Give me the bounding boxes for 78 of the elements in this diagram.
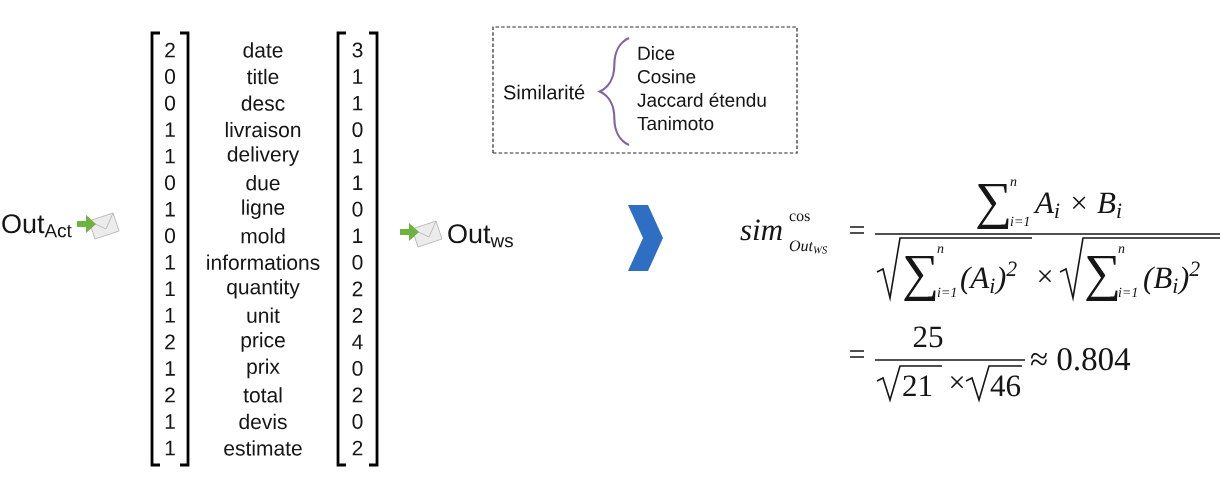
term-label: price xyxy=(241,332,285,352)
term-label: due xyxy=(246,175,280,191)
term-label: informations xyxy=(207,254,320,270)
vector-entry: 2 xyxy=(352,387,363,403)
upper-limit: n xyxy=(937,246,944,253)
math-term: A$_{i}$ × B$_{i}$ xyxy=(1033,192,1122,218)
vector-entry: 0 xyxy=(352,201,363,217)
math-result: ≈ 0.804 xyxy=(1030,348,1131,371)
math-term: (A$_{i}$)$^{2}$ xyxy=(961,261,1017,295)
vector-entry: 1 xyxy=(165,361,175,376)
vector-entry: 1 xyxy=(353,69,363,84)
vector-entry: 0 xyxy=(165,175,175,191)
number: 46 xyxy=(990,375,1021,397)
vector-entry: 1 xyxy=(165,414,175,429)
vector-entry: 1 xyxy=(165,255,175,270)
list-item: Dice xyxy=(638,46,675,60)
vector-entry: 1 xyxy=(165,308,175,323)
lower-limit: i=1 xyxy=(1118,287,1137,297)
vector-entry: 2 xyxy=(352,308,363,323)
term-label: ligne xyxy=(242,199,285,219)
sum-sign: ∑ xyxy=(904,255,936,302)
vector-entry: 2 xyxy=(165,387,175,403)
term-label: estimate xyxy=(224,440,302,456)
term-label: desc xyxy=(241,95,285,111)
lower-limit: i=1 xyxy=(1010,216,1029,226)
math-term: (B$_{i}$)$^{2}$ xyxy=(1144,261,1200,295)
vector-entry: 0 xyxy=(352,361,363,376)
term-label: quantity xyxy=(227,279,300,299)
term-label: title xyxy=(247,68,279,85)
vector-entry: 3 xyxy=(352,42,363,58)
equals-sign: = xyxy=(850,350,864,358)
term-label: livraison xyxy=(225,121,301,138)
vector-entry: 2 xyxy=(165,334,175,350)
lower-limit: i=1 xyxy=(937,287,956,297)
vector-entry: 1 xyxy=(353,148,363,164)
term-label: unit xyxy=(247,307,280,323)
vector-entry: 2 xyxy=(165,42,175,58)
term-label: delivery xyxy=(227,146,300,166)
numerator: 25 xyxy=(913,326,943,348)
superscript: cos xyxy=(789,213,810,222)
term-label: total xyxy=(243,387,282,403)
vector-entry: 2 xyxy=(352,281,363,297)
vector-entry: 1 xyxy=(165,440,175,456)
vector-entry: 1 xyxy=(165,281,175,297)
equals-sign: = xyxy=(850,226,864,234)
upper-limit: n xyxy=(1010,179,1017,186)
vector-entry: 0 xyxy=(165,228,175,244)
vector-entry: 1 xyxy=(353,95,363,111)
term-label: mold xyxy=(241,228,285,244)
sum-sign: ∑ xyxy=(1086,255,1118,302)
sum-sign: ∑ xyxy=(977,183,1009,230)
vector-entry: 0 xyxy=(352,414,363,429)
vector-entry: 1 xyxy=(353,175,363,190)
vector-entry: 2 xyxy=(352,440,363,456)
math-variable: sim xyxy=(740,219,782,241)
subscript: Out$_{WS}$ xyxy=(789,240,828,254)
list-item: Jaccard étendu xyxy=(637,92,766,107)
vector-entry: 0 xyxy=(165,95,175,111)
vector-entry: 0 xyxy=(352,122,363,138)
vector-entry: 1 xyxy=(165,202,175,217)
times-sign: × xyxy=(950,375,964,389)
upper-limit: n xyxy=(1118,246,1125,253)
list-item: Tanimoto xyxy=(637,116,714,131)
vector-entry: 0 xyxy=(352,254,363,270)
vector-entry: 4 xyxy=(352,334,363,350)
term-label: prix xyxy=(247,358,280,379)
vector-entry: 1 xyxy=(353,228,363,243)
number: 21 xyxy=(903,375,932,396)
variable-label: Out$_{ws}$ xyxy=(448,224,513,248)
term-label: date xyxy=(243,42,283,58)
list-item: Cosine xyxy=(637,69,696,84)
group-label: Similarité xyxy=(503,84,585,100)
times-sign: × xyxy=(1038,269,1052,283)
term-label: devis xyxy=(239,413,287,430)
vector-entry: 1 xyxy=(165,122,175,137)
vector-entry: 0 xyxy=(165,69,175,84)
variable-label: Out$_{Act}$ xyxy=(2,214,72,238)
vector-entry: 1 xyxy=(165,148,175,164)
